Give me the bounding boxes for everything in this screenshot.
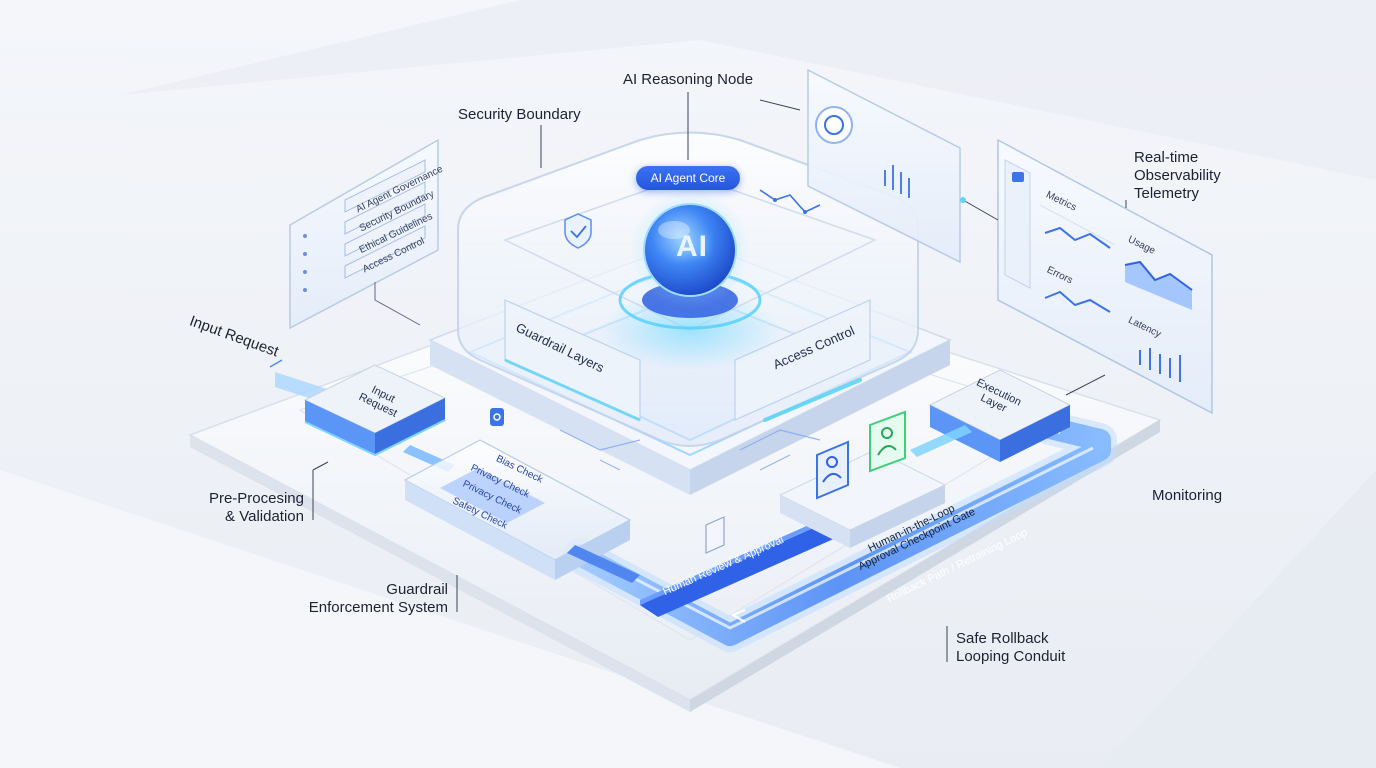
ai-mark: AI (676, 230, 708, 263)
arrow-checks-to-review (567, 545, 640, 583)
callout-guardrail-enforcement: Guardrail Enforcement System (308, 581, 448, 616)
circuit-traces (559, 429, 821, 471)
user-review-icon (816, 440, 849, 500)
guardrail-layer-wall (504, 299, 641, 422)
access-control-wall (734, 299, 871, 422)
callout-monitoring: Monitoring (1152, 487, 1223, 504)
governance-panel (289, 138, 439, 330)
hitl-gate-pedestal (778, 449, 947, 548)
human-review-strip (640, 520, 838, 617)
callout-preprocessing: Pre-Procesing & Validation (208, 490, 304, 525)
callout-ai-reasoning-node: AI Reasoning Node (622, 71, 754, 88)
guardrail-checks-tray (403, 439, 632, 580)
ai-agent-core-pill: AI Agent Core (636, 166, 740, 190)
callout-security-boundary: Security Boundary (458, 106, 581, 123)
telemetry-dashboard (997, 138, 1213, 415)
link-icon (490, 408, 504, 426)
callout-observability: Real-time Observability Telemetry (1134, 149, 1221, 202)
callout-safe-rollback: Safe Rollback Looping Conduit (956, 630, 1066, 665)
user-approved-icon (869, 410, 906, 473)
input-request-block (303, 364, 447, 457)
arrow-gate-to-execution (910, 425, 972, 457)
core-trend-chart (759, 189, 821, 214)
telemetry-link-dot (960, 197, 966, 203)
document-icon (705, 516, 725, 554)
model-logo-panel (807, 68, 961, 264)
leader-lines (312, 92, 1127, 662)
shield-icon (564, 213, 592, 249)
ai-sphere (600, 190, 780, 370)
